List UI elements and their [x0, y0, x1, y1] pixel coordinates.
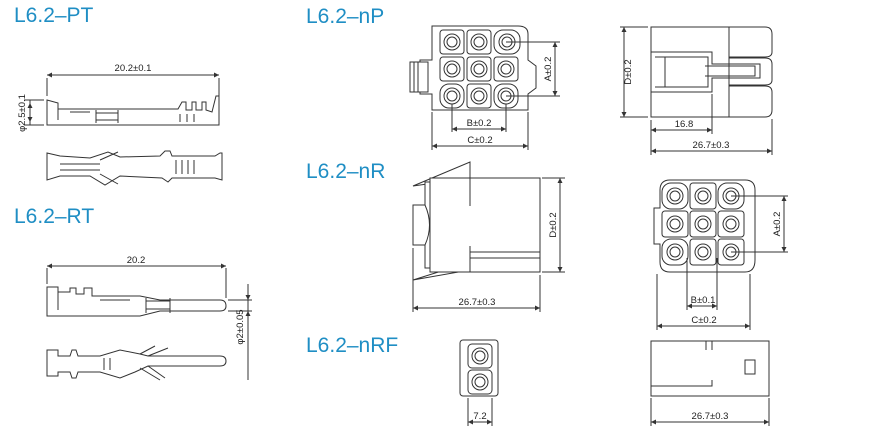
rt-diameter-label: φ2±0.05: [235, 309, 246, 344]
title-l62-np: L6.2–nP: [306, 5, 384, 28]
nr-a-label: A±0.2: [772, 212, 783, 237]
title-l62-nrf: L6.2–nRF: [306, 334, 398, 357]
rt-terminal-top-view: [46, 286, 227, 317]
pt-terminal-side-view: [46, 150, 223, 186]
np-housing-side: [650, 26, 773, 118]
np-b-label: B±0.2: [467, 118, 492, 129]
np-cavity-grid: [439, 29, 521, 109]
np-side-dimensions: [620, 26, 773, 155]
title-l62-nr: L6.2–nR: [306, 160, 385, 183]
nrf-housing-side: [650, 340, 770, 397]
nr-b-label: B±0.1: [691, 295, 716, 306]
nrf-length-label: 26.7±0.3: [692, 411, 729, 422]
rt-length-label: 20.2: [127, 255, 146, 266]
pt-diameter-label: φ2.5±0.1: [17, 94, 28, 132]
nrf-housing-front: [459, 339, 499, 397]
nr-length-label: 26.7±0.3: [459, 297, 496, 308]
nr-c-label: C±0.2: [691, 315, 716, 326]
nr-side-dimensions: [412, 177, 565, 312]
nr-housing-side: [412, 161, 541, 281]
title-l62-pt: L6.2–PT: [14, 4, 94, 27]
title-l62-rt: L6.2–RT: [14, 205, 94, 228]
np-16-8-label: 16.8: [675, 119, 694, 130]
nrf-front-dimensions: [467, 398, 493, 426]
nr-front-dimensions: [656, 195, 788, 330]
np-length-label: 26.7±0.3: [693, 140, 730, 151]
np-housing-front: [409, 25, 537, 111]
pt-dimensions: [24, 72, 220, 126]
np-a-label: A±0.2: [543, 57, 554, 82]
np-front-dimensions: [431, 41, 560, 150]
rt-terminal-side-view: [46, 345, 227, 381]
nrf-side-dimensions: [650, 398, 770, 426]
np-c-label: C±0.2: [467, 135, 492, 146]
nr-d-label: D±0.2: [548, 212, 559, 237]
nrf-width-label: 7.2: [473, 411, 486, 422]
nr-housing-front: [653, 179, 756, 273]
pt-terminal-top-view: [46, 95, 220, 126]
rt-dimensions: [46, 263, 252, 380]
np-d-label: D±0.2: [623, 59, 634, 84]
pt-length-label: 20.2±0.1: [115, 63, 152, 74]
